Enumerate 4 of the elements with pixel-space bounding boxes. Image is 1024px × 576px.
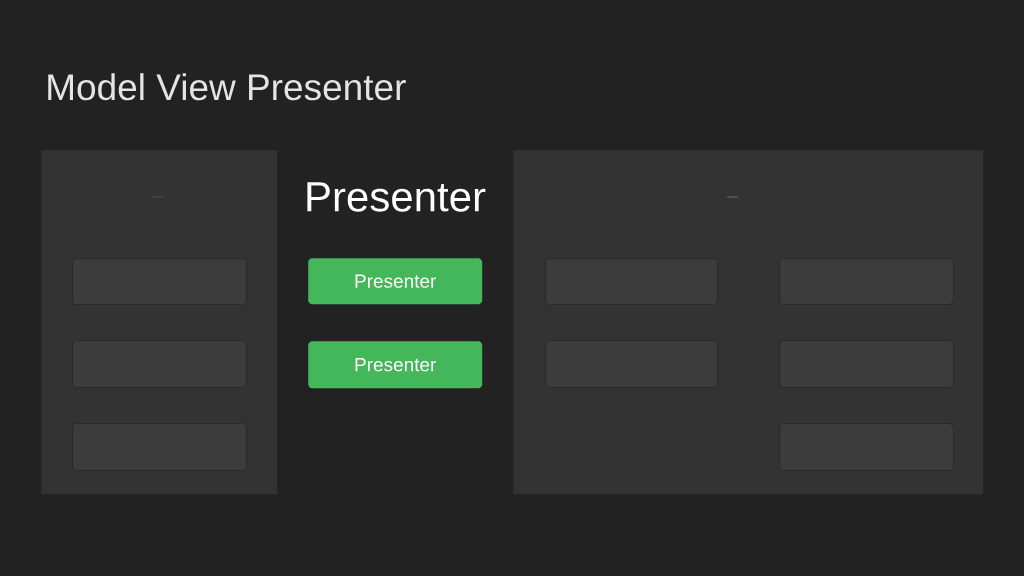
heading: Presenter xyxy=(307,182,486,212)
component-box: Presenter xyxy=(308,258,483,305)
title: Model View Presenter xyxy=(48,73,406,101)
component-box: Presenter xyxy=(308,341,483,389)
